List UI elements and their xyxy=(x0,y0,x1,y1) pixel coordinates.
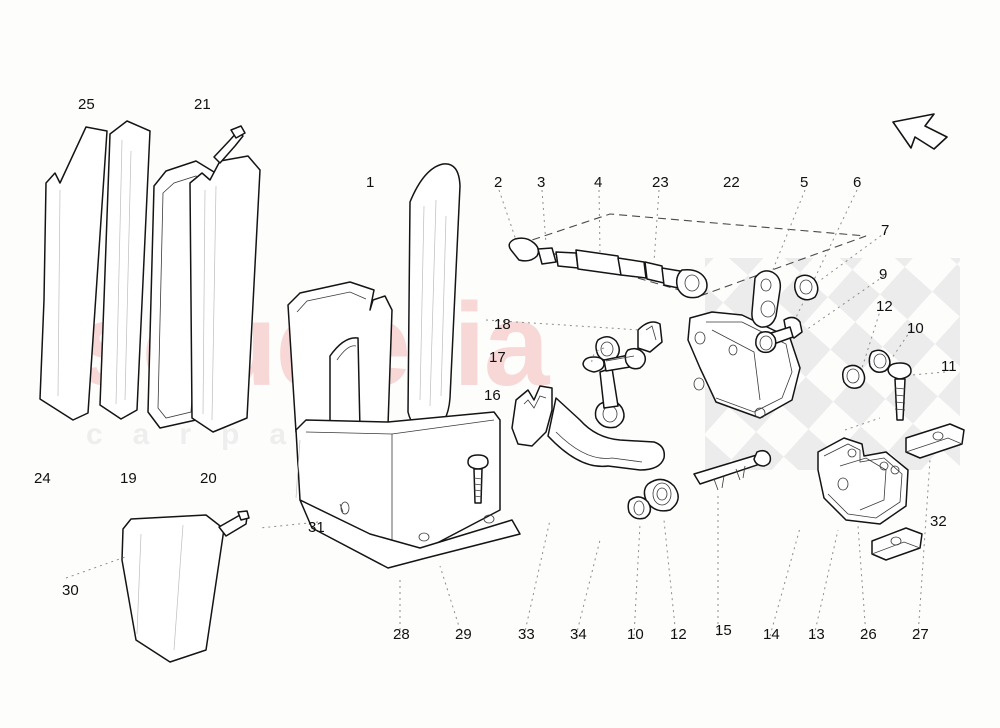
part-5-pedal-bracket xyxy=(687,311,801,419)
callout-21: 21 xyxy=(194,96,211,113)
part-16-pedal-box xyxy=(287,281,521,569)
callout-30: 30 xyxy=(62,582,79,599)
part-12-washer xyxy=(841,307,882,389)
callout-22: 22 xyxy=(723,174,740,191)
callout-23: 23 xyxy=(652,174,669,191)
callout-20: 20 xyxy=(200,470,217,487)
part-7-bushing xyxy=(794,231,887,301)
callout-29: 29 xyxy=(455,626,472,643)
callout-25: 25 xyxy=(78,96,95,113)
callout-7: 7 xyxy=(881,222,890,239)
callout-18: 18 xyxy=(494,316,511,333)
callout-10: 10 xyxy=(907,320,924,337)
callout-15: 15 xyxy=(715,622,732,639)
part-6-lever xyxy=(751,189,858,331)
part-9-link-arm xyxy=(755,275,885,354)
callout-3: 3 xyxy=(537,174,546,191)
direction-arrow-icon xyxy=(892,113,948,150)
part-15-pivot-shaft xyxy=(693,449,772,636)
callout-14: 14 xyxy=(763,626,780,643)
part-10-nut xyxy=(868,329,912,373)
part-25-trim-panel xyxy=(99,120,151,420)
part-26-mounting-bracket xyxy=(817,437,909,637)
callout-6: 6 xyxy=(853,174,862,191)
part-30-trim-panel xyxy=(121,514,225,663)
callout-10b: 10 xyxy=(627,626,644,643)
callout-32: 32 xyxy=(930,513,947,530)
callout-12b: 12 xyxy=(670,626,687,643)
callout-31: 31 xyxy=(308,519,325,536)
part-11-bolt xyxy=(887,362,946,421)
part-33-bushing xyxy=(643,478,679,512)
part-18-brake-pedal-lever xyxy=(511,321,666,471)
callout-13: 13 xyxy=(808,626,825,643)
callout-19: 19 xyxy=(120,470,137,487)
callout-24: 24 xyxy=(34,470,51,487)
callout-34: 34 xyxy=(570,626,587,643)
part-17-screw xyxy=(467,454,489,504)
part-31-pin xyxy=(218,510,250,537)
callout-16: 16 xyxy=(484,387,501,404)
callout-5: 5 xyxy=(800,174,809,191)
part-32-spacer-plate xyxy=(871,527,923,561)
callout-28: 28 xyxy=(393,626,410,643)
callout-2: 2 xyxy=(494,174,503,191)
callout-17: 17 xyxy=(489,349,506,366)
part-20-trim-panel xyxy=(189,155,261,433)
part-21-pin xyxy=(213,125,246,164)
callout-11: 11 xyxy=(941,358,957,375)
callout-27: 27 xyxy=(912,626,929,643)
push-rod-linkage xyxy=(498,189,867,299)
callout-26: 26 xyxy=(860,626,877,643)
part-34-washer xyxy=(627,496,652,520)
callout-12: 12 xyxy=(876,298,893,315)
part-27-spacer-plate xyxy=(905,423,965,637)
part-1-accelerator-pedal xyxy=(407,163,461,432)
part-24-trim-panel xyxy=(39,126,108,421)
callout-33: 33 xyxy=(518,626,535,643)
callout-4: 4 xyxy=(594,174,603,191)
callout-1: 1 xyxy=(366,174,375,191)
callout-9: 9 xyxy=(879,266,888,283)
